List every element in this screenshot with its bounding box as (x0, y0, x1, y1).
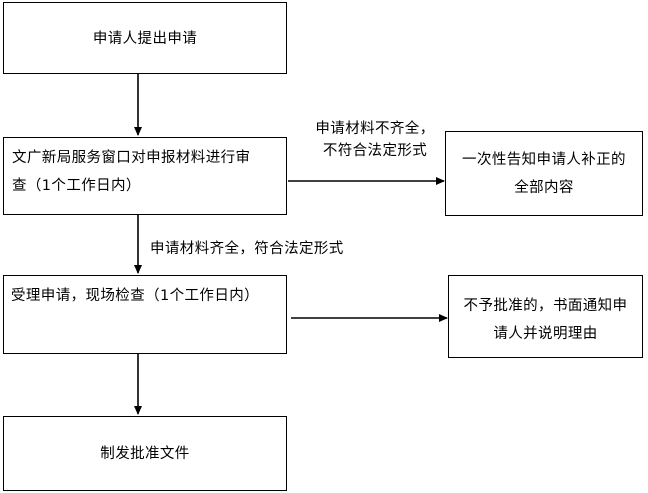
node-issue-label: 制发批准文件 (100, 446, 190, 462)
node-review[interactable]: 文广新局服务窗口对申报材料进行审 查（1个工作日内） (3, 137, 287, 215)
node-start-label: 申请人提出申请 (92, 31, 198, 47)
node-notify-reject-label: 不予批准的，书面通知申 请人并说明理由 (463, 298, 628, 343)
edge-label-materials-complete: 申请材料齐全，符合法定形式 (150, 241, 344, 257)
edge-label-materials-incomplete: 申请材料不齐全， 不符合法定形式 (315, 121, 435, 160)
node-accept-label: 受理申请，现场检查（1个工作日内） (11, 288, 260, 304)
node-issue[interactable]: 制发批准文件 (3, 416, 287, 491)
node-review-label: 文广新局服务窗口对申报材料进行审 查（1个工作日内） (12, 150, 251, 195)
node-start[interactable]: 申请人提出申请 (3, 2, 287, 74)
node-notify-reject[interactable]: 不予批准的，书面通知申 请人并说明理由 (448, 275, 643, 358)
node-notify-supplement-label: 一次性告知申请人补正的 全部内容 (462, 152, 626, 197)
node-notify-supplement[interactable]: 一次性告知申请人补正的 全部内容 (445, 131, 643, 216)
node-accept[interactable]: 受理申请，现场检查（1个工作日内） (3, 275, 287, 354)
